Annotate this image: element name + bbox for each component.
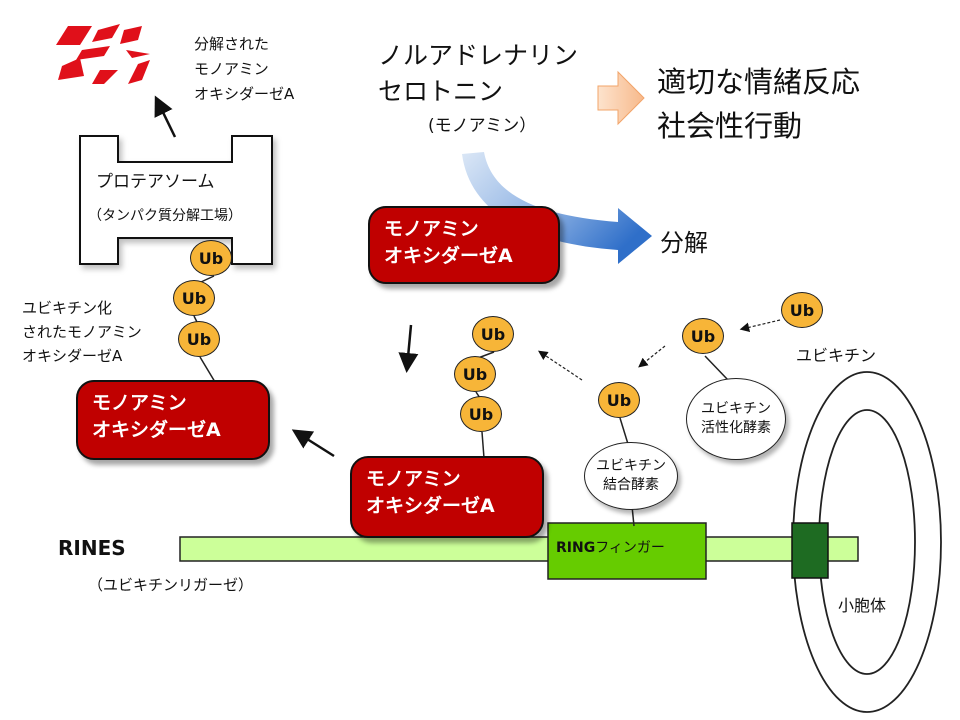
outcome-arrow xyxy=(597,70,645,126)
degraded-label: 分解された モノアミン オキシダーゼA xyxy=(194,32,294,107)
monoamine-label: (モノアミン） xyxy=(428,116,537,136)
ring-finger-domain xyxy=(547,522,707,580)
fragment xyxy=(56,26,92,45)
mao-a-line: オキシダーゼA xyxy=(92,419,221,441)
outcome-line: 適切な情緒反応 xyxy=(657,65,861,99)
ubiquitinated-label-line: オキシダーゼA xyxy=(22,347,123,365)
ub-transfer-arrow xyxy=(638,345,666,368)
ub-badge: Ub xyxy=(190,240,232,276)
arrow-to-ubiquitinated xyxy=(291,429,335,458)
ub-badge: Ub xyxy=(173,280,215,316)
ubiquitin-label: ユビキチン xyxy=(796,346,877,365)
mao-a-box-bound: モノアミン オキシダーゼA xyxy=(350,456,544,538)
neurotransmitter-label: ノルアドレナリン セロトニン xyxy=(378,38,578,110)
degraded-label-line: オキシダーゼA xyxy=(194,85,295,103)
proteasome-label: プロテアソーム xyxy=(96,172,215,192)
mao-a-line: モノアミン xyxy=(366,468,461,490)
ub-badge: Ub xyxy=(454,356,496,392)
outcome-label: 適切な情緒反応 社会性行動 xyxy=(657,60,860,148)
rines-bar xyxy=(179,536,859,562)
mao-a-line: モノアミン xyxy=(92,392,187,414)
proteasome-sublabel: （タンパク質分解工場） xyxy=(88,208,242,224)
ubiquitinated-label-line: ユビキチン化 xyxy=(22,299,113,317)
ring-finger-label: RINGフィンガー xyxy=(556,540,665,558)
fragment xyxy=(92,24,120,42)
ubiquitin-activating-enzyme: ユビキチン 活性化酵素 xyxy=(686,378,786,460)
fragment xyxy=(126,50,150,58)
mao-a-box-ubiquitinated: モノアミン オキシダーゼA xyxy=(76,380,270,460)
decomposition-flow-arrow xyxy=(462,152,652,264)
decomposition-label: 分解 xyxy=(660,229,708,257)
ub-transfer-arrow xyxy=(739,319,781,333)
enzyme-line: 活性化酵素 xyxy=(701,420,771,436)
transmembrane-domain xyxy=(791,522,829,579)
rines-label: RINES xyxy=(58,536,126,560)
stalk xyxy=(704,355,729,381)
stalk xyxy=(619,417,629,445)
enzyme-line: 結合酵素 xyxy=(603,477,659,493)
arrow-down xyxy=(398,324,419,373)
neurotransmitter-line: セロトニン xyxy=(378,77,504,106)
fragment xyxy=(58,58,84,80)
degraded-label-line: 分解された xyxy=(194,35,270,53)
degraded-label-line: モノアミン xyxy=(194,60,269,78)
ub-badge: Ub xyxy=(460,396,502,432)
ub-badge: Ub xyxy=(682,318,724,354)
fragment xyxy=(120,26,142,44)
stalk xyxy=(199,356,216,383)
ubiquitinated-label: ユビキチン化 されたモノアミン オキシダーゼA xyxy=(22,296,142,368)
ring-finger-label-rest: フィンガー xyxy=(595,540,665,556)
proteasome-shape xyxy=(79,135,273,265)
ubiquitin-conjugating-enzyme: ユビキチン 結合酵素 xyxy=(584,442,678,510)
fragment xyxy=(92,70,118,84)
ub-badge: Ub xyxy=(472,316,514,352)
enzyme-line: ユビキチン xyxy=(596,458,666,474)
ub-badge-free: Ub xyxy=(781,292,823,328)
ub-badge: Ub xyxy=(598,382,640,418)
mao-a-line: モノアミン xyxy=(384,218,479,240)
neurotransmitter-line: ノルアドレナリン xyxy=(378,41,579,70)
mao-a-line: オキシダーゼA xyxy=(384,245,513,267)
mao-a-box-top: モノアミン オキシダーゼA xyxy=(368,206,560,284)
ring-finger-label-bold: RING xyxy=(556,540,596,556)
rines-sublabel: （ユビキチンリガーゼ） xyxy=(88,576,254,594)
mao-a-line: オキシダーゼA xyxy=(366,495,495,517)
ub-badge: Ub xyxy=(178,321,220,357)
fragment xyxy=(128,60,150,84)
arrow-to-fragments xyxy=(154,95,177,138)
degraded-fragments xyxy=(56,24,150,84)
enzyme-line: ユビキチン xyxy=(701,401,771,417)
ub-transfer-arrow xyxy=(538,350,583,381)
fragment xyxy=(76,46,110,60)
outcome-line: 社会性行動 xyxy=(657,109,803,143)
stalk xyxy=(481,431,485,459)
vesicle-label: 小胞体 xyxy=(838,596,887,615)
ubiquitinated-label-line: されたモノアミン xyxy=(22,323,142,341)
